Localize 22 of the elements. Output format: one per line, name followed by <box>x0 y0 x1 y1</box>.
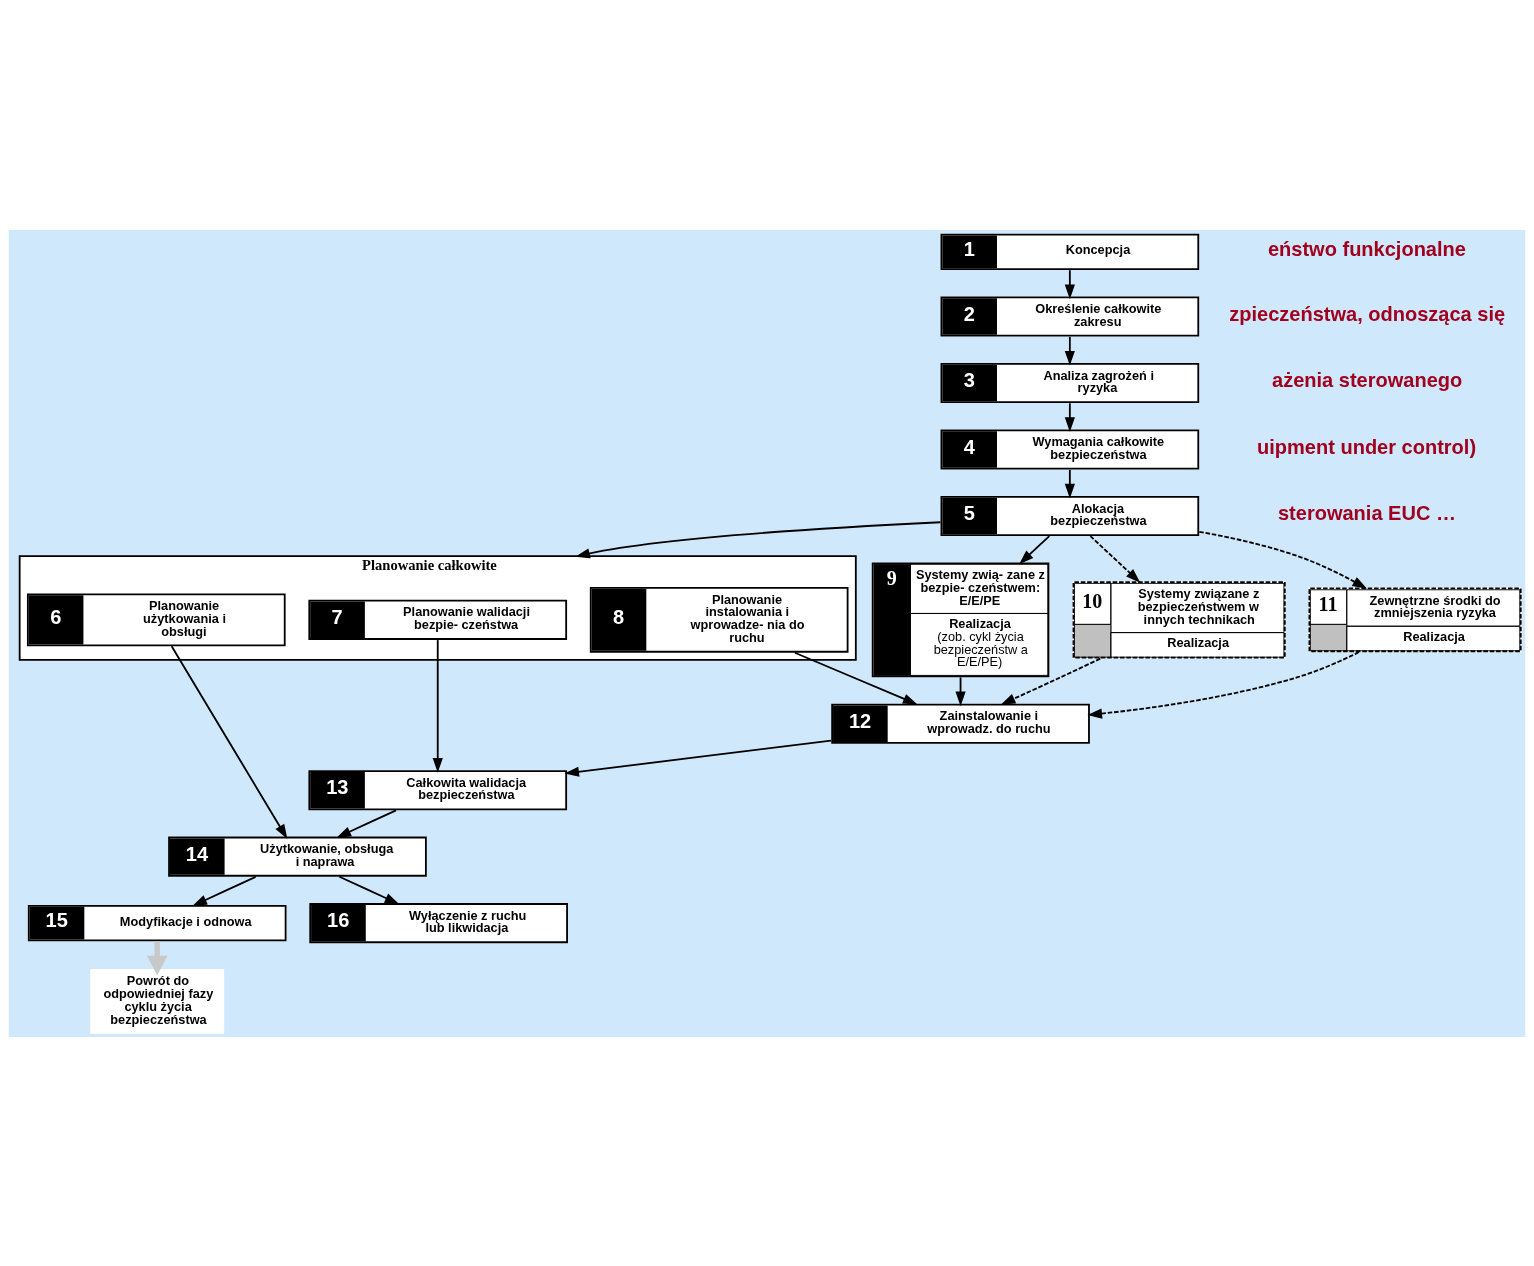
arrow <box>146 940 168 975</box>
arrow <box>1198 530 1368 589</box>
arrow <box>1089 534 1141 583</box>
arrow <box>575 520 942 558</box>
arrow <box>1019 534 1051 564</box>
arrow <box>432 638 443 773</box>
arrow <box>1064 335 1075 365</box>
arrow <box>1064 468 1075 498</box>
arrow <box>1064 268 1075 299</box>
label: sterowania EUC … <box>1277 501 1456 524</box>
label: ażenia sterowanego <box>1272 368 1463 391</box>
arrow <box>794 651 918 705</box>
label: uipment under control) <box>1257 435 1477 458</box>
arrow <box>1087 650 1360 719</box>
node-box: Powrót do odpowiedniej fazy cyklu życia bezpieczeństwa <box>90 968 225 1034</box>
arrow <box>170 644 288 839</box>
label: zpieczeństwa, odnosząca się <box>1229 302 1506 325</box>
arrow <box>1000 657 1102 705</box>
arrow <box>564 739 832 777</box>
arrow <box>192 875 257 906</box>
label: eństwo funkcjonalne <box>1267 237 1466 260</box>
arrow <box>1064 401 1075 432</box>
